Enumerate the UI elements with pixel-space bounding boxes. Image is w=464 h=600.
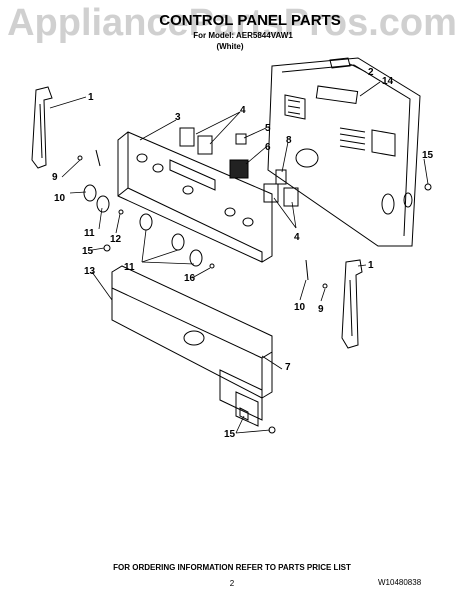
leader-lines xyxy=(49,63,429,434)
switch-lower-2 xyxy=(283,187,299,207)
panel-clip xyxy=(329,57,351,69)
callout-15-left: 15 xyxy=(82,246,94,257)
component-5 xyxy=(235,133,247,145)
rear-control-panel xyxy=(267,57,421,247)
callout-1-right: 1 xyxy=(368,260,374,271)
switch-lower-1 xyxy=(263,183,279,203)
callout-16: 16 xyxy=(184,273,196,284)
callout-15-right: 15 xyxy=(422,150,434,161)
callout-12: 12 xyxy=(110,234,122,245)
callout-1-left: 1 xyxy=(88,92,94,103)
switch-upper-2 xyxy=(197,135,213,155)
callout-5: 5 xyxy=(265,123,271,134)
clip-16 xyxy=(209,263,215,269)
callout-10-left: 10 xyxy=(54,193,66,204)
callout-13: 13 xyxy=(84,266,96,277)
callout-9-right: 9 xyxy=(318,304,324,315)
document-number: W10480838 xyxy=(378,578,422,587)
front-control-panel xyxy=(117,131,273,263)
callout-11-lower: 11 xyxy=(124,262,135,273)
end-cap-left xyxy=(31,86,53,169)
callout-2: 2 xyxy=(368,67,374,78)
callout-11-left: 11 xyxy=(84,228,95,239)
callout-4-lower: 4 xyxy=(294,232,300,243)
screw-15-right xyxy=(424,183,432,191)
bracket-10-right xyxy=(305,259,309,281)
callout-4-upper: 4 xyxy=(240,105,246,116)
switch-upper-1 xyxy=(179,127,195,147)
callout-8: 8 xyxy=(286,135,292,146)
callout-labels: 1 2 3 4 5 6 7 8 9 10 11 12 13 14 15 16 1… xyxy=(52,67,434,440)
callout-9-left: 9 xyxy=(52,172,58,183)
page-number: 2 xyxy=(229,579,235,588)
end-cap-right xyxy=(341,259,363,349)
model-subtitle: For Model: AER5844VAW1 xyxy=(193,31,293,40)
bracket-10-left xyxy=(95,149,101,167)
clock-control xyxy=(229,159,249,179)
callout-10-right: 10 xyxy=(294,302,306,313)
screw-9-right xyxy=(322,283,328,289)
screw-15-left xyxy=(103,244,111,252)
screw-9-left xyxy=(77,155,83,161)
callout-15-bottom: 15 xyxy=(224,429,236,440)
callout-14: 14 xyxy=(382,76,394,87)
callout-7: 7 xyxy=(285,362,291,373)
component-8 xyxy=(275,169,287,185)
spring-12 xyxy=(118,209,124,215)
callout-6: 6 xyxy=(265,142,271,153)
variant-label: (White) xyxy=(216,42,244,51)
callout-3: 3 xyxy=(175,112,181,123)
page-title: CONTROL PANEL PARTS xyxy=(159,12,341,29)
ordering-note: FOR ORDERING INFORMATION REFER TO PARTS … xyxy=(113,563,351,572)
lower-panel xyxy=(111,265,273,427)
bracket-bottom xyxy=(239,407,249,421)
